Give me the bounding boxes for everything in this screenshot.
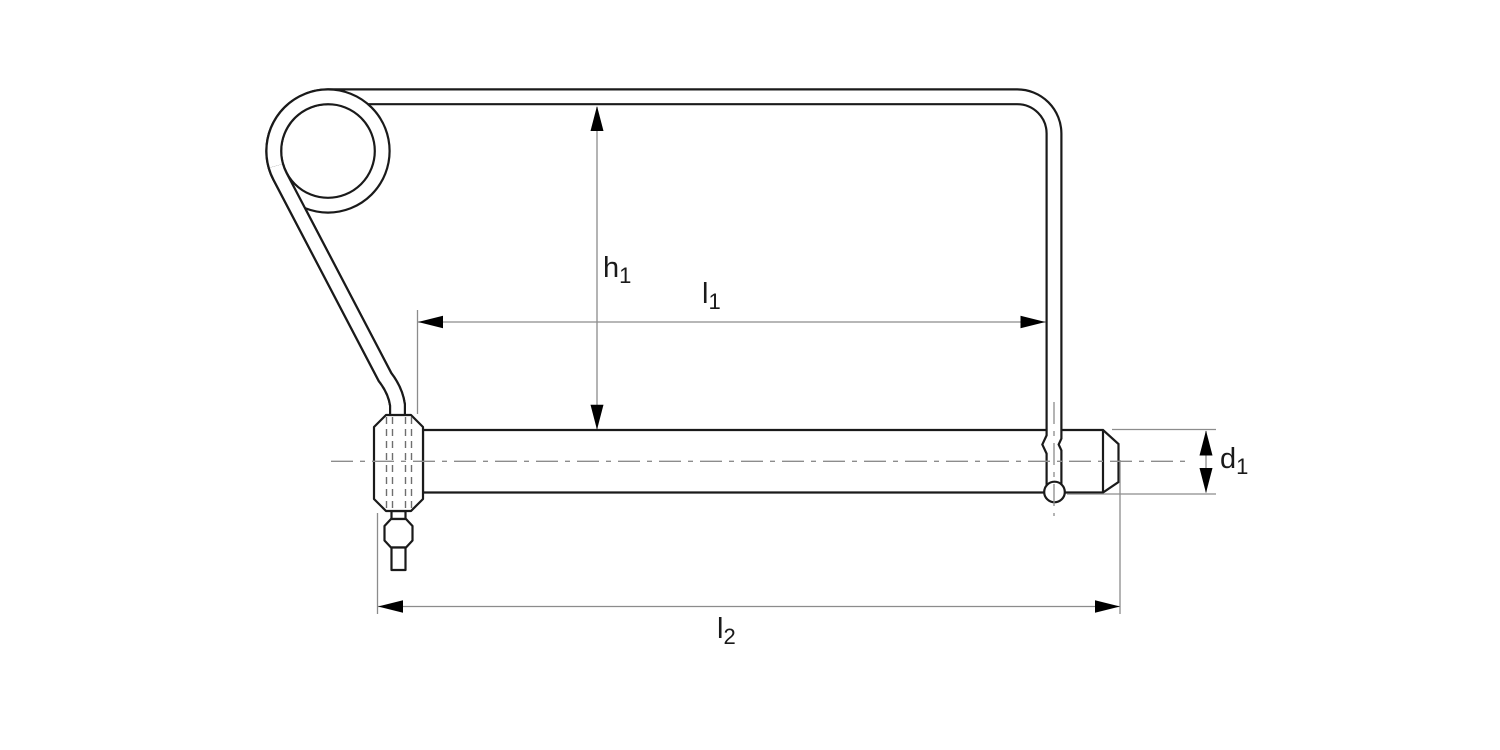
dim-l2 (376, 460, 1121, 614)
dim-label-l2-sub: 2 (723, 624, 735, 649)
dim-label-d1: d1 (1220, 443, 1248, 479)
knob-ball (383, 517, 414, 549)
knob-stem (390, 546, 407, 572)
hidden-hole-lines (385, 417, 413, 509)
dim-label-l1: l1 (702, 278, 721, 314)
arrow-h1-down (590, 404, 604, 430)
object-lines-group (265, 88, 1120, 572)
arrow-l1-right (1020, 315, 1046, 329)
arrow-l2-right (1095, 600, 1120, 613)
dim-label-d1-base: d (1220, 443, 1236, 475)
dim-l1 (416, 310, 1046, 414)
wire-handle (265, 88, 1063, 485)
arrow-d1-up (1199, 430, 1213, 456)
dim-label-h1-sub: 1 (619, 263, 631, 288)
knob-neck (390, 509, 407, 521)
centerlines (331, 402, 1185, 516)
dimension-group (376, 107, 1216, 614)
arrow-l2-left (378, 600, 403, 613)
dim-label-l2: l2 (717, 613, 736, 649)
dim-label-h1-base: h (603, 252, 619, 284)
arrow-d1-down (1199, 468, 1213, 493)
arrow-l1-left (418, 315, 443, 329)
dim-label-h1: h1 (603, 252, 631, 288)
wire-diagonal-overlap-core (269, 164, 404, 432)
pin-head (372, 413, 425, 513)
dimension-arrowheads (378, 106, 1213, 613)
wire-loop-coil-core (267, 90, 389, 212)
dim-label-l1-base: l (702, 278, 708, 310)
dimension-labels: h1 l1 l2 d1 (603, 252, 1248, 649)
dim-label-l2-base: l (717, 613, 723, 645)
dim-label-d1-sub: 1 (1236, 454, 1248, 479)
arrow-h1-up (590, 106, 604, 131)
dim-label-l1-sub: 1 (708, 289, 720, 314)
wire-end-knob (383, 509, 414, 572)
